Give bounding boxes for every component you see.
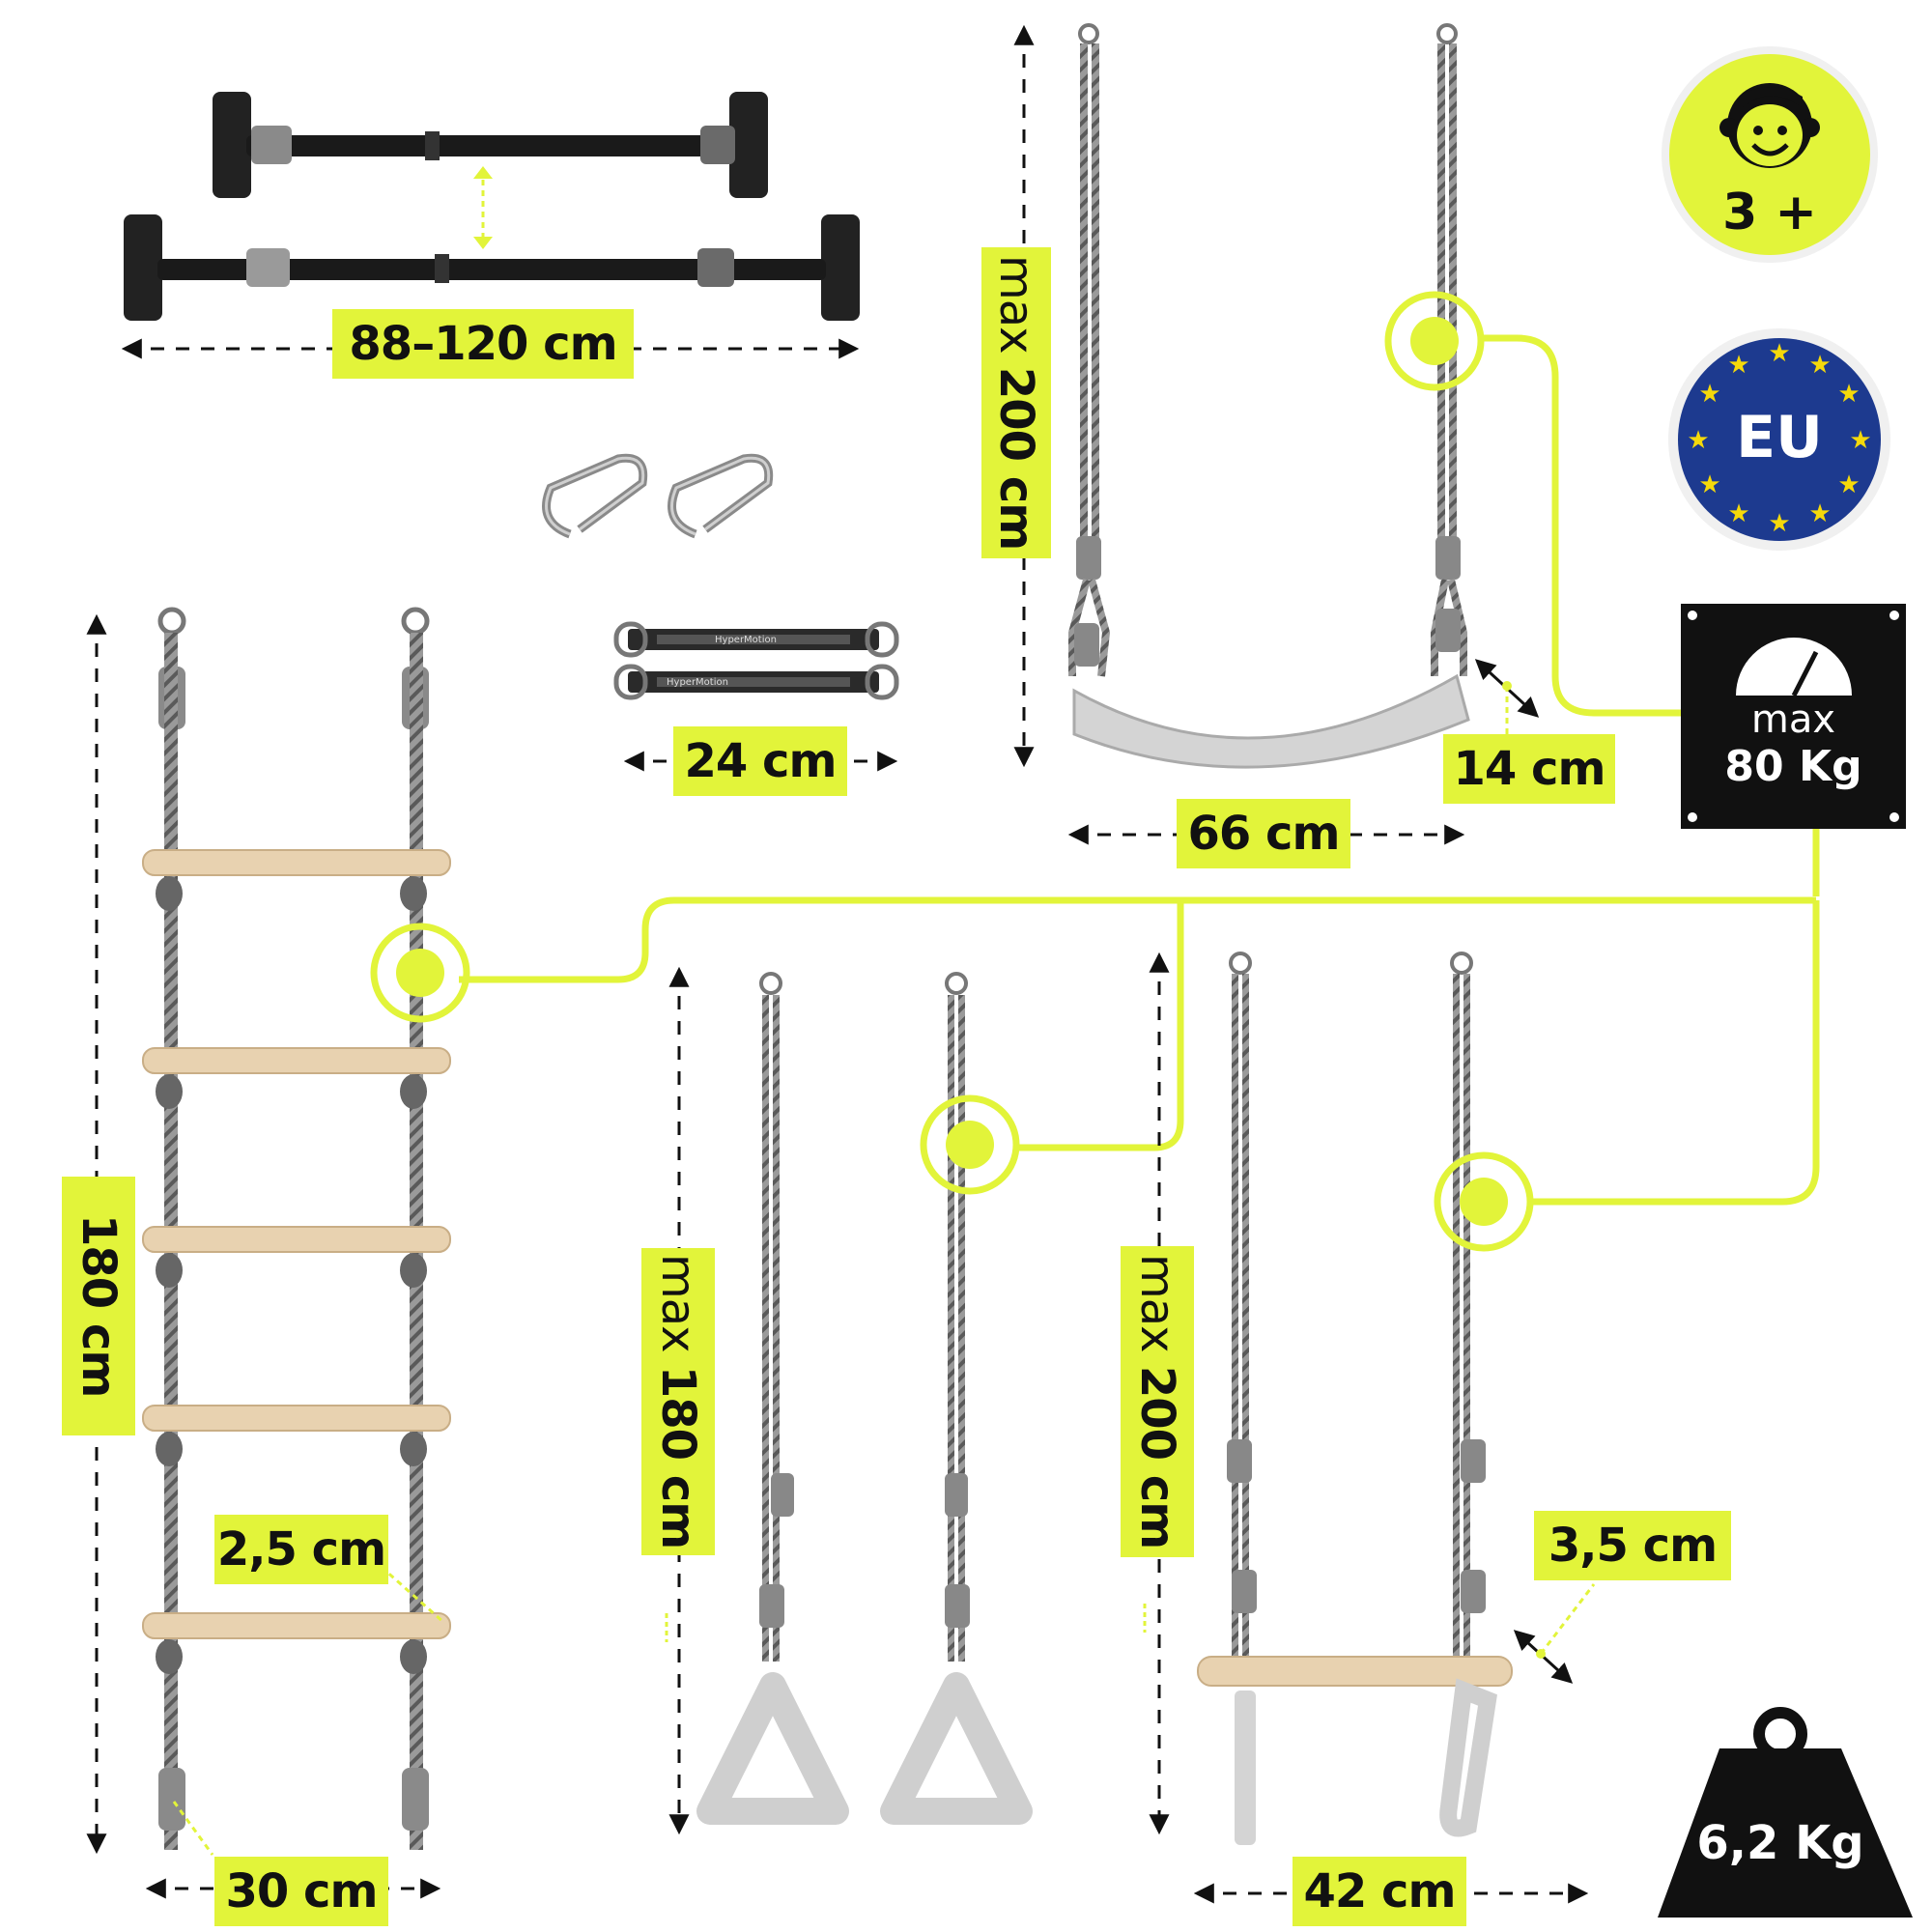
svg-text:★: ★ — [1849, 426, 1871, 455]
trapeze-height-value: 200 cm — [1130, 1366, 1184, 1549]
rope-ladder — [142, 607, 451, 1850]
svg-text:★: ★ — [1768, 339, 1790, 368]
ladder-highlight — [370, 923, 470, 1023]
weight-badge-text: 6,2 Kg — [1696, 1816, 1864, 1870]
eu-stars-icon: ★ ★ ★ ★ ★ ★ ★ ★ ★ ★ ★ ★ — [1687, 339, 1871, 538]
svg-text:★: ★ — [1808, 499, 1831, 528]
svg-text:★: ★ — [1698, 470, 1720, 499]
trapeze — [1197, 952, 1513, 1845]
weight-icon — [1658, 1707, 1913, 1918]
trapeze-bar-label: 3,5 cm — [1534, 1511, 1731, 1580]
belt-swing — [1068, 23, 1470, 769]
trapeze-height-label: max 200 cm — [1121, 1246, 1194, 1557]
rings-height-label: max 180 cm — [641, 1248, 715, 1555]
trapeze-highlight — [1434, 1151, 1534, 1252]
swing-height-value: 200 cm — [989, 367, 1043, 551]
svg-text:★: ★ — [1727, 351, 1749, 380]
svg-text:★: ★ — [1837, 380, 1860, 409]
svg-text:★: ★ — [1698, 380, 1720, 409]
strap-brand-text: HyperMotion — [715, 635, 777, 645]
trapeze-width-label: 42 cm — [1293, 1857, 1466, 1926]
max-load-badge — [1681, 604, 1906, 829]
carabiners — [542, 453, 774, 539]
svg-text:★: ★ — [1837, 470, 1860, 499]
pull-up-bars — [124, 92, 860, 321]
trapeze-height-prefix: max — [1130, 1254, 1184, 1352]
age-badge-text: 3 + — [1722, 184, 1817, 242]
max-load-value: 80 Kg — [1724, 742, 1862, 791]
svg-text:★: ★ — [1768, 509, 1790, 538]
svg-text:★: ★ — [1687, 426, 1709, 455]
ladder-height-value: 180 cm — [71, 1214, 126, 1398]
eu-badge: ★ ★ ★ ★ ★ ★ ★ ★ ★ ★ ★ ★ — [1668, 328, 1890, 551]
swing-height-prefix: max — [989, 255, 1043, 354]
speedometer-icon — [1736, 638, 1852, 697]
eu-badge-text: EU — [1736, 404, 1823, 471]
rings-height-value: 180 cm — [651, 1366, 705, 1549]
bar-width-label: 88–120 cm — [332, 309, 634, 379]
straps: HyperMotion HyperMotion — [613, 621, 899, 700]
svg-text:★: ★ — [1727, 499, 1749, 528]
rings-highlight — [920, 1094, 1020, 1195]
svg-text:★: ★ — [1808, 351, 1831, 380]
rings-height-prefix: max — [651, 1254, 705, 1352]
rung-diameter-label: 2,5 cm — [214, 1515, 388, 1584]
max-load-prefix: max — [1750, 697, 1836, 742]
swing-height-label: max 200 cm — [981, 247, 1051, 558]
swing-highlight — [1384, 291, 1485, 391]
ladder-width-label: 30 cm — [214, 1857, 388, 1926]
child-face-icon — [1719, 83, 1820, 168]
swing-width-label: 66 cm — [1177, 799, 1350, 868]
gymnastic-rings — [696, 972, 1033, 1825]
age-badge — [1662, 46, 1878, 263]
weight-badge — [1658, 1707, 1913, 1918]
strap-brand-text-2: HyperMotion — [667, 677, 728, 688]
swing-depth-label: 14 cm — [1443, 734, 1615, 804]
strap-length-label: 24 cm — [673, 726, 847, 796]
ladder-height-label: 180 cm — [62, 1177, 135, 1435]
